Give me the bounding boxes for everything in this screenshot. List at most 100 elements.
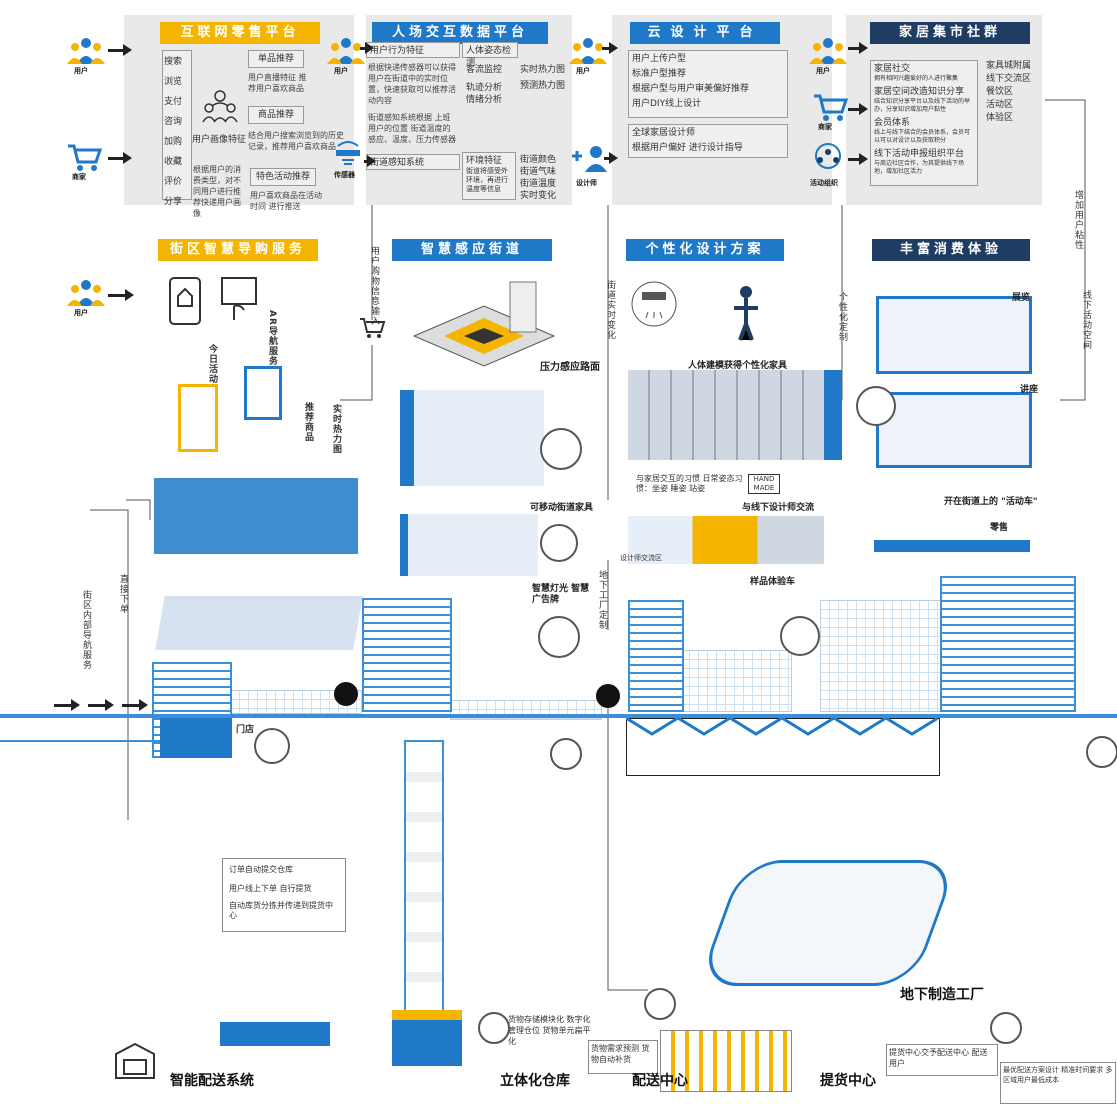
exhibit-car [876, 296, 1032, 374]
street-arrow [122, 699, 148, 711]
factory-label: 地下制造工厂 [900, 987, 984, 1003]
street-arrow [54, 699, 80, 711]
flow-monitor: 客流监控 [466, 65, 503, 75]
light-control-icon [540, 524, 578, 562]
pressure-pad [412, 281, 556, 367]
caption-delivery: 智能配送系统 [170, 1073, 254, 1089]
bg-building [680, 650, 792, 712]
custom-wall [628, 370, 842, 460]
light-label: 智慧灯光 智慧广告牌 [532, 584, 590, 605]
emotion-analysis: 情绪分析 [466, 95, 503, 105]
guide-kiosk [154, 478, 358, 554]
offline-space-label: 线下活动空间 [1081, 290, 1091, 350]
activity-org-icon: 活动组织 [810, 142, 856, 187]
building [628, 600, 684, 712]
recommend-label: 推荐商品 [303, 402, 313, 442]
user-icon: 用户 [568, 36, 614, 76]
pressure-label: 压力感应路面 [540, 362, 600, 373]
ar-label: AR导航服务 [267, 310, 277, 366]
arrow-designer-cloud [604, 152, 618, 164]
arrow-user-guide [108, 289, 134, 301]
stickiness-label: 增加用户粘性 [1073, 190, 1083, 250]
community-right-list: 家具城附属 线下交流区 餐饮区 活动区 体验区 [986, 61, 1032, 123]
heatmap-label: 实时热力图 [331, 404, 341, 454]
activity-car-label: 开在街道上的 "活动车" [944, 497, 1038, 507]
cloud-items: 用户上传户型 标准户型推荐 根据户型与用户审美偏好推荐 用户DIY线上设计 [628, 50, 788, 118]
portrait-note: 根据用户的消费类型，对不同用户进行推荐快递用户画像 [193, 165, 241, 218]
direct-order-label: 直接下单 [118, 574, 128, 614]
caption-warehouse: 立体化仓库 [500, 1073, 570, 1089]
cart-icon: 商家 [812, 92, 858, 132]
underground-conveyor [626, 718, 940, 776]
heat-realtime: 实时热力图 [520, 65, 566, 75]
event-recommend: 特色活动推荐 [250, 168, 316, 186]
arrow-community-3 [848, 153, 868, 165]
community-items: 家居社交 拥有相同兴趣爱好的人进行聚集 家居空间改造知识分享 结合知识分享平台以… [870, 60, 978, 186]
body-scan-device [631, 281, 758, 341]
designer-icon: 设计师 [570, 144, 616, 187]
community-title: 家居集市社群 [870, 22, 1030, 44]
parking-icon [596, 684, 620, 708]
guide-floor [155, 596, 363, 650]
design-plan-title: 个性化设计方案 [626, 239, 784, 261]
today-label: 今日活动 [207, 344, 217, 384]
retail-platform [874, 540, 1030, 552]
database-icon [478, 1012, 510, 1044]
delivery-truck [220, 1022, 330, 1046]
street-realtime-label: 街道实时变化 [605, 280, 615, 340]
street-temp: 街道温度 [520, 179, 557, 189]
robot-arm-icon [538, 616, 580, 658]
handshake-icon [254, 728, 290, 764]
street-note: 街道感知系统根据 上班用户的位置 街道温度的感应、温度、压力传感器 [368, 113, 456, 144]
interaction-title: 人场交互数据平台 [372, 22, 548, 44]
event-note: 用户喜欢商品在活动时间 进行推送 [250, 191, 322, 211]
database-icon [644, 988, 676, 1020]
demand-notes: 货物需求预测 货物自动补货 [588, 1040, 658, 1074]
ar-board [244, 366, 282, 420]
sensor-icon: 传感器 [330, 140, 376, 180]
goods-recommend: 商品推荐 [248, 106, 304, 124]
street-system: 街道感知系统 [366, 154, 460, 170]
consume-title: 丰富消费体验 [872, 239, 1030, 261]
exhibit-label: 展览 [1012, 293, 1031, 303]
inner-nav-label: 街区内部导航服务 [81, 590, 91, 670]
building [940, 576, 1076, 712]
people-group-icon [202, 90, 238, 123]
street-scene [400, 390, 544, 486]
arrow-user-interaction [360, 42, 374, 54]
building [362, 598, 452, 712]
single-recommend-note: 用户直播特征 推荐用户喜欢商品 [248, 73, 307, 93]
bg-building [820, 600, 942, 712]
body-model-label: 人体建模获得个性化家具 [688, 361, 788, 371]
database-icon [990, 1012, 1022, 1044]
sample-cars [628, 516, 824, 564]
smart-street-title: 智慧感应街道 [392, 239, 552, 261]
underground-custom-label: 地下工厂定制 [597, 570, 607, 630]
arrow-user-retail [108, 44, 132, 56]
database-icon [1086, 736, 1117, 768]
habit-note: 与家居交互的习惯 日常姿态习惯：坐姿 睡姿 站姿 [636, 474, 743, 493]
today-board [178, 384, 218, 452]
cloud-title: 云设计平台 [630, 22, 780, 44]
pickup-notes: 提货中心交予配送中心 配送用户 [886, 1044, 998, 1076]
sample-car-label: 样品体验车 [750, 577, 796, 587]
cart-icon [360, 318, 386, 338]
garage-icon [115, 1042, 155, 1079]
store-entrance [160, 718, 232, 758]
single-recommend: 单品推荐 [248, 50, 304, 68]
global-designer: 全球家居设计师 根据用户偏好 进行设计指导 [628, 124, 788, 158]
caption-distribution: 配送中心 [632, 1073, 688, 1089]
user-icon: 用户 [326, 36, 372, 76]
lecture-label: 讲座 [1020, 385, 1039, 395]
goods-recommend-note: 结合用户搜索浏览到的历史记录，推荐用户喜欢商品 [248, 131, 344, 151]
user-icon: 用户 [66, 36, 112, 76]
street-level-top [0, 740, 160, 742]
street-smell: 街道气味 [520, 167, 557, 177]
user-icon: 用户 [66, 278, 112, 318]
behavior-note: 根据快递传感器可以获得用户在街道中的实时位置，快速获取可以推荐活动内容 [368, 63, 456, 105]
street-color: 街道颜色 [520, 155, 557, 165]
designer-area-label: 设计师交流区 [620, 554, 662, 562]
parking-icon [334, 682, 358, 706]
arrow-merchant-retail [108, 152, 132, 164]
env-feature: 环境特征 街道将感受外环境，再进行温度等信息 [462, 152, 516, 200]
